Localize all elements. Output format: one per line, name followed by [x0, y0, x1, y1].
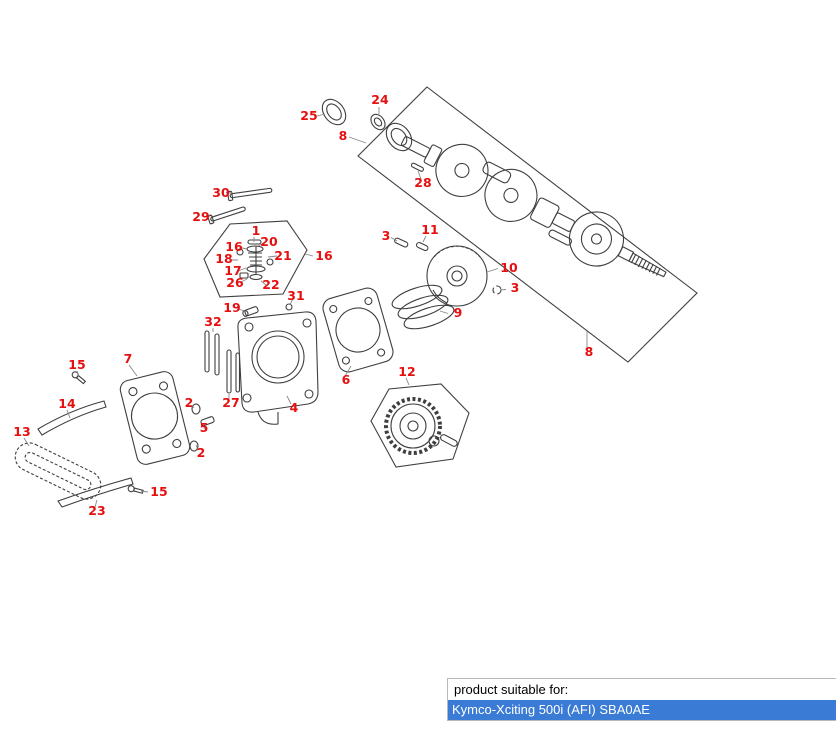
- crank-assembly-outline: [357, 86, 698, 363]
- part-number-label: 25: [300, 108, 317, 123]
- part-number-label: 30: [212, 185, 230, 200]
- part-number-label: 6: [342, 372, 351, 387]
- cylinder-block: [237, 303, 319, 425]
- part-number-label: 12: [398, 364, 415, 379]
- part-number-label: 15: [150, 484, 167, 499]
- leader-lines: [23, 107, 588, 508]
- part-number-label: 2: [185, 395, 194, 410]
- part-number-label: 20: [260, 234, 278, 249]
- crankshaft: [400, 136, 667, 278]
- base-gasket: [119, 371, 191, 465]
- part-number-label: 24: [371, 92, 389, 107]
- part-number-label: 1: [252, 223, 261, 238]
- part-number-label: 26: [226, 275, 244, 290]
- cam-chain: [14, 442, 102, 500]
- studs-top: [207, 187, 273, 225]
- part-number-label: 17: [224, 263, 241, 278]
- part-number-label: 16: [315, 248, 333, 263]
- part-number-label: 10: [500, 260, 518, 275]
- studs-left: [189, 330, 241, 452]
- part-number-label: 18: [215, 251, 232, 266]
- product-info-box: product suitable for: Kymco-Xciting 500i…: [447, 678, 836, 722]
- crank-rings: [321, 98, 425, 172]
- part-number-label: 8: [585, 344, 594, 359]
- part-number-label: 3: [382, 228, 391, 243]
- bolt-15-upper: [71, 371, 87, 385]
- chain-guide-14: [37, 400, 107, 436]
- part-number-label: 15: [68, 357, 85, 372]
- sprocket-box: [370, 383, 470, 468]
- part-number-label: 5: [200, 420, 209, 435]
- piston: [394, 237, 502, 307]
- head-gasket: [322, 287, 394, 373]
- part-number-label: 21: [274, 248, 291, 263]
- part-number-label: 14: [58, 396, 76, 411]
- part-number-label: 9: [454, 305, 463, 320]
- chain-guide-23: [57, 477, 134, 508]
- part-number-label: 31: [287, 288, 304, 303]
- part-number-label: 23: [88, 503, 105, 518]
- part-number-label: 16: [225, 239, 243, 254]
- part-number-label: 29: [192, 209, 209, 224]
- part-number-label: 11: [421, 222, 438, 237]
- part-number-label: 32: [204, 314, 221, 329]
- bolt-15-lower: [127, 485, 144, 494]
- product-suitable-label: product suitable for:: [448, 679, 836, 700]
- piston-rings: [391, 284, 455, 330]
- part-number-label: 8: [339, 128, 348, 143]
- part-number-label: 13: [13, 424, 30, 439]
- part-number-label: 7: [124, 351, 133, 366]
- part-number-label: 28: [414, 175, 431, 190]
- small-parts-box: [203, 220, 308, 298]
- part-number-label: 4: [290, 400, 299, 415]
- part-number-label: 19: [223, 300, 240, 315]
- part-number-label: 22: [262, 277, 279, 292]
- product-link[interactable]: Kymco-Xciting 500i (AFI) SBA0AE: [448, 699, 836, 721]
- part-number-label: 27: [222, 395, 239, 410]
- part-number-label: 2: [197, 445, 206, 460]
- part-number-label: 3: [511, 280, 520, 295]
